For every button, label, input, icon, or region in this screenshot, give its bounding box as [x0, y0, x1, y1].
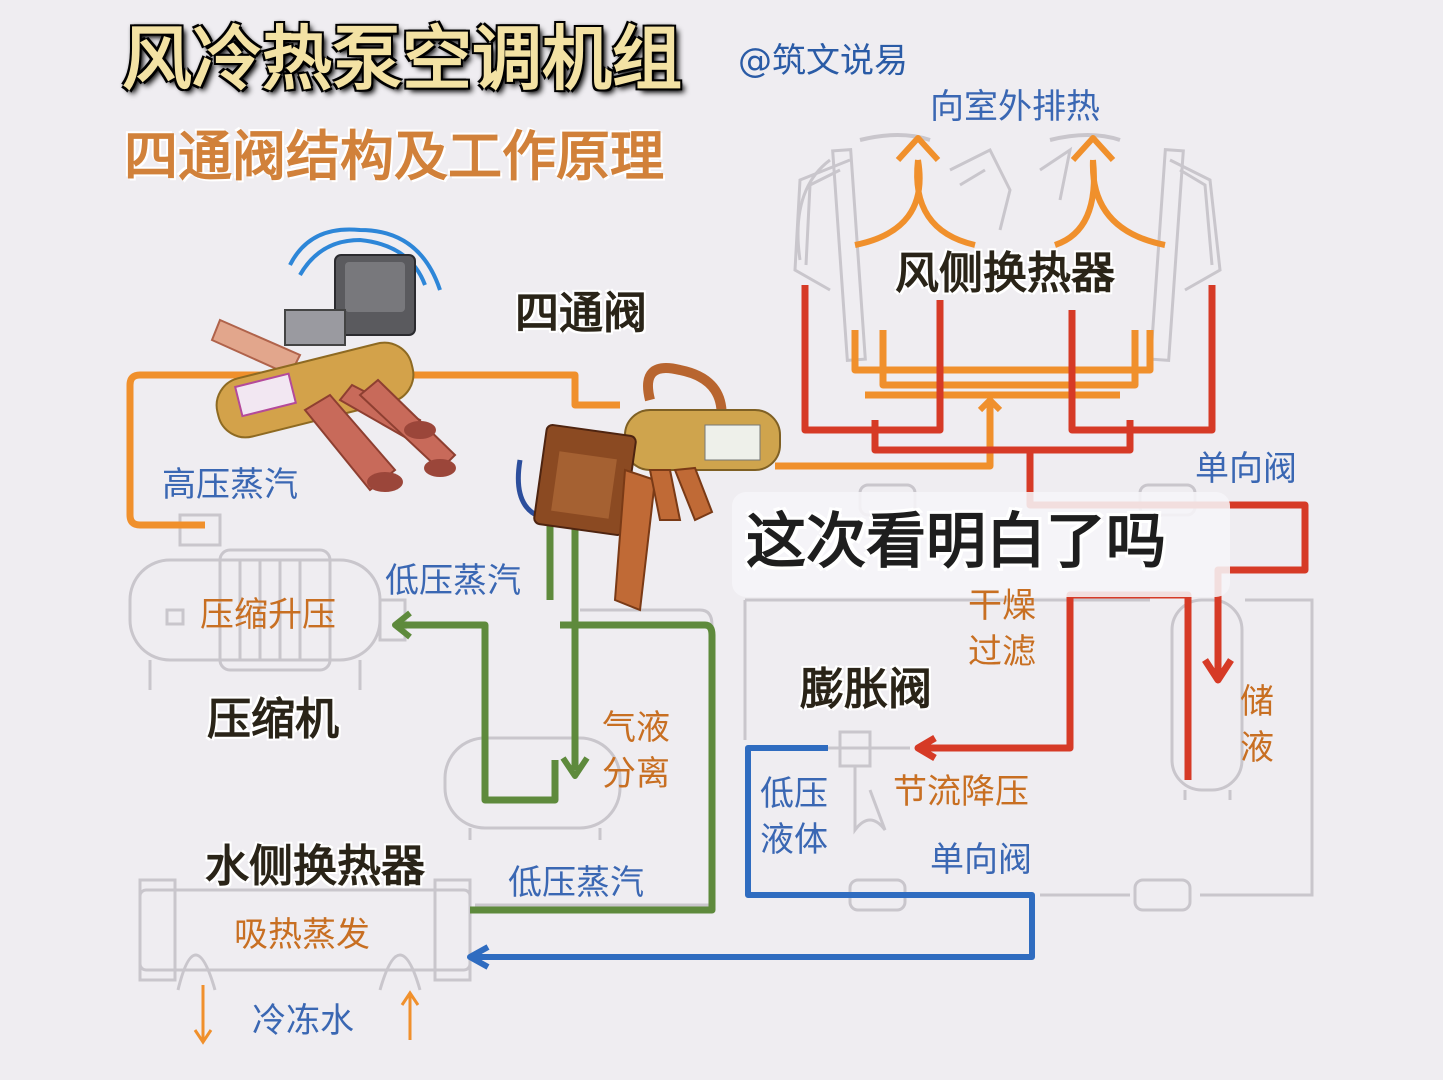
page-subtitle: 四通阀结构及工作原理 [124, 125, 664, 188]
air-coil-right [1039, 146, 1222, 362]
label-low-pressure-liquid: 低压 液体 [760, 772, 828, 864]
author-handle: @筑文说易 [738, 41, 908, 81]
compressor-ghost [128, 513, 407, 690]
label-low-pressure-liquid-1: 低压 [760, 774, 828, 814]
label-low-pressure-vapor-top: 低压蒸汽 [385, 561, 521, 601]
label-receiver: 储 液 [1240, 680, 1274, 772]
label-compress-boost: 压缩升压 [200, 595, 336, 635]
label-compressor: 压缩机 [207, 694, 339, 745]
green-suction-line [392, 520, 716, 914]
separator-ghost [443, 736, 622, 840]
label-gas-liquid-2: 分离 [602, 753, 670, 794]
label-throttle: 节流降压 [893, 772, 1029, 812]
label-dry-filter-2: 过滤 [968, 631, 1036, 672]
label-air-side-hx: 风侧换热器 [895, 248, 1115, 299]
page-title: 风冷热泵空调机组 [122, 18, 682, 100]
caption-text: 这次看明白了吗 [746, 507, 1166, 577]
label-low-pressure-vapor-bottom: 低压蒸汽 [508, 863, 644, 903]
label-gas-liquid-1: 气液 [602, 708, 670, 748]
label-low-pressure-liquid-2: 液体 [760, 819, 828, 860]
label-four-way-valve: 四通阀 [515, 288, 647, 339]
label-absorb-evaporate: 吸热蒸发 [234, 915, 370, 955]
center-four-way-valve-photo [515, 363, 781, 612]
four-way-valve-photo [210, 227, 457, 492]
label-outdoor-exhaust: 向室外排热 [930, 87, 1100, 127]
receiver-ghost [1170, 598, 1244, 800]
label-gas-liquid-separator: 气液 分离 [602, 706, 670, 798]
label-receiver-1: 储 [1240, 682, 1274, 722]
label-high-pressure-vapor: 高压蒸汽 [162, 465, 298, 505]
chilled-water-arrows [193, 985, 420, 1045]
equipment-ghosts [128, 133, 1314, 991]
label-expansion-valve: 膨胀阀 [800, 664, 932, 715]
water-hx-ghost [138, 878, 472, 991]
label-check-valve-bottom: 单向阀 [930, 840, 1032, 880]
label-check-valve-top: 单向阀 [1195, 449, 1297, 489]
label-chilled-water: 冷冻水 [252, 1001, 354, 1041]
expansion-valve-ghost [825, 730, 910, 835]
label-receiver-2: 液 [1240, 727, 1274, 768]
label-water-side-hx: 水侧换热器 [205, 841, 425, 892]
label-dry-filter: 干燥 过滤 [968, 584, 1036, 676]
blue-liquid-line [467, 745, 1035, 970]
orange-high-pressure-line [126, 135, 1166, 529]
caption-panel [732, 492, 1230, 597]
label-dry-filter-1: 干燥 [968, 586, 1036, 626]
